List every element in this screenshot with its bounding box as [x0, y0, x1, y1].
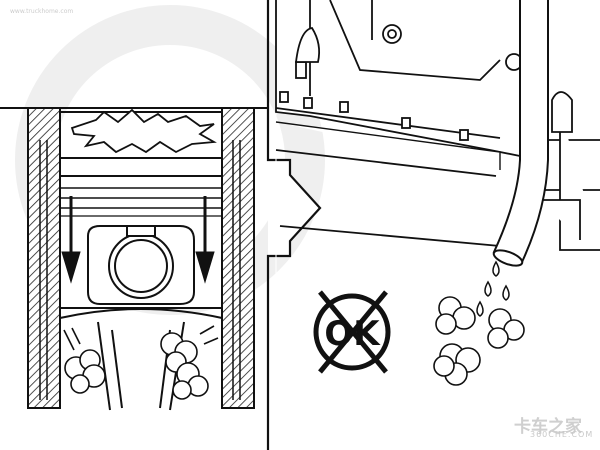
cylinder-cross-section	[0, 107, 268, 409]
blowby-arrow-left	[61, 196, 81, 284]
combustion-flash	[70, 108, 217, 154]
watermark-site: 360CHE.COM	[530, 430, 594, 439]
gas-cloud-left	[63, 327, 106, 394]
cylinder-wall-right	[221, 107, 255, 409]
panel-divider-arrow	[266, 0, 322, 450]
gas-cloud-right	[160, 325, 219, 400]
oil-droplets	[476, 260, 510, 323]
wrist-pin	[87, 225, 195, 305]
watermark-corner-text: www.truckhome.com	[10, 8, 74, 15]
engine-block	[275, 0, 600, 251]
watermark-chinese: 卡车之家	[514, 417, 582, 437]
blowby-arrow-right	[195, 196, 215, 284]
cylinder-wall-left	[27, 107, 61, 409]
breather-hose	[492, 0, 549, 267]
prohibition-ok-icon: OK	[313, 290, 391, 374]
breather-gas-clouds	[433, 296, 525, 386]
